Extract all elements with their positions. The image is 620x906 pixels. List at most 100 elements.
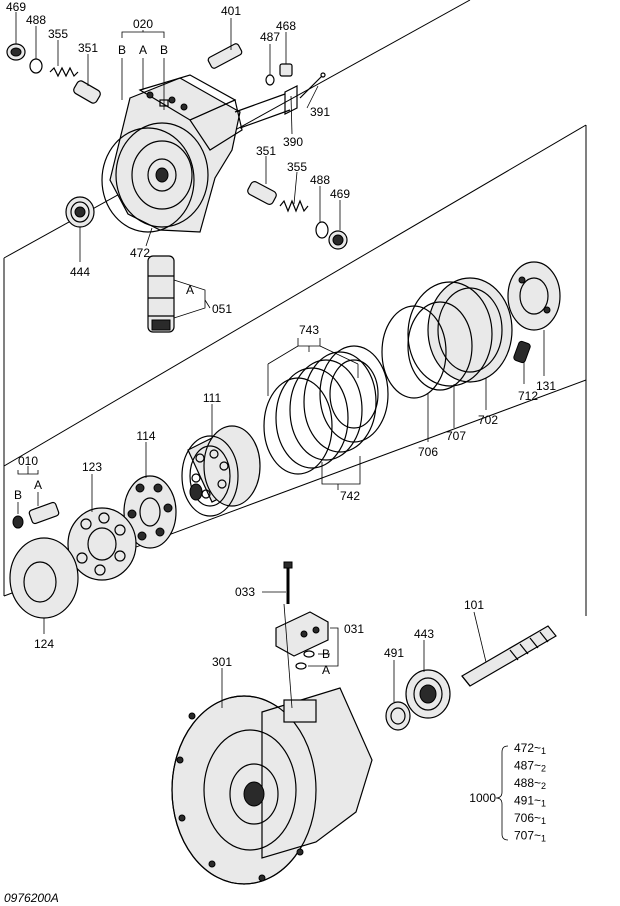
label-469a: 469 <box>6 0 26 14</box>
part-355b-spring-drawing <box>279 199 309 213</box>
label-033: 033 <box>235 585 255 599</box>
part-491-seal-drawing <box>385 701 411 731</box>
label-707: 707 <box>446 429 466 443</box>
label-101: 101 <box>464 598 484 612</box>
part-number-labels: 469 488 355 351 020 B A B 401 468 487 39… <box>6 0 556 677</box>
label-742: 742 <box>340 489 360 503</box>
label-sub-b4: B <box>322 647 330 661</box>
kit-item: 706~1 <box>514 811 546 826</box>
label-712: 712 <box>518 389 538 403</box>
kit-item: 707~1 <box>514 829 546 844</box>
part-390-plate-drawing <box>284 85 298 115</box>
part-301-housing-drawing <box>171 687 373 885</box>
label-351b: 351 <box>256 144 276 158</box>
part-101-shaft-drawing <box>461 625 557 687</box>
label-031: 031 <box>344 622 364 636</box>
label-469b: 469 <box>330 187 350 201</box>
part-051-valve-drawing <box>147 255 175 333</box>
kit-brace <box>495 745 509 841</box>
kit-item-part: 487~ <box>514 759 541 773</box>
label-706: 706 <box>418 445 438 459</box>
label-487: 487 <box>260 30 280 44</box>
label-010: 010 <box>18 454 38 468</box>
part-488a-oring-drawing <box>29 58 43 74</box>
label-111: 111 <box>203 391 222 405</box>
part-712-spring-drawing <box>513 340 531 364</box>
label-sub-b3: B <box>14 488 22 502</box>
part-355a-spring-drawing <box>49 66 79 78</box>
label-sub-b1: B <box>118 43 126 57</box>
kit-item: 488~2 <box>514 776 546 791</box>
label-sub-a1: A <box>139 43 147 57</box>
label-351a: 351 <box>78 41 98 55</box>
kit-item-qty: 2 <box>541 764 546 774</box>
kit-item-qty: 1 <box>541 746 546 756</box>
part-469a-plug-drawing <box>6 43 26 61</box>
part-444-bearing-drawing <box>65 196 95 228</box>
kit-item-qty: 2 <box>541 781 546 791</box>
kit-item-part: 488~ <box>514 776 541 790</box>
label-468: 468 <box>276 19 296 33</box>
part-111-cylinder-block-drawing <box>181 425 261 517</box>
part-469b-plug-drawing <box>328 230 348 250</box>
part-488b-oring-drawing <box>315 221 329 239</box>
label-443: 443 <box>414 627 434 641</box>
label-sub-b2: B <box>160 43 168 57</box>
part-123-spherical-bush-drawing <box>67 507 137 581</box>
part-742-743-friction-plates-drawing <box>263 345 389 475</box>
part-351a-spool-drawing <box>73 80 101 104</box>
label-sub-a3: A <box>34 478 42 492</box>
kit-item-part: 706~ <box>514 811 541 825</box>
kit-item-part: 491~ <box>514 794 541 808</box>
kit-item: 487~2 <box>514 759 546 774</box>
lower-leader-lines <box>221 591 487 709</box>
upper-leader-lines <box>15 12 341 319</box>
label-301: 301 <box>212 655 232 669</box>
label-124: 124 <box>34 637 54 651</box>
label-488a: 488 <box>26 13 46 27</box>
part-124-swash-plate-drawing <box>9 537 79 619</box>
part-351b-spool-drawing <box>247 181 277 205</box>
kit-item: 491~1 <box>514 794 546 809</box>
kit-number: 1000 <box>469 791 496 805</box>
part-031-block-drawing <box>275 611 329 670</box>
label-472: 472 <box>130 246 150 260</box>
label-702: 702 <box>478 413 498 427</box>
label-355a: 355 <box>48 27 68 41</box>
part-033-bolt-drawing <box>283 561 293 604</box>
drawing-id: 0976200A <box>4 891 59 905</box>
part-131-valve-plate-drawing <box>507 261 561 331</box>
label-114: 114 <box>136 429 155 443</box>
part-391-pin-drawing <box>299 72 326 99</box>
label-131: 131 <box>536 379 556 393</box>
part-468-plug-drawing <box>279 63 293 77</box>
part-010-piston-shoe-drawing <box>12 501 60 529</box>
part-706-oring-drawing <box>381 305 447 399</box>
kit-item-qty: 1 <box>541 834 546 844</box>
part-401-plug-drawing <box>207 43 243 69</box>
middle-leader-lines <box>17 330 545 634</box>
label-020: 020 <box>133 17 153 31</box>
part-443-bearing-drawing <box>405 669 451 719</box>
label-444: 444 <box>70 265 90 279</box>
label-123: 123 <box>82 460 102 474</box>
part-707-oring-drawing <box>407 301 473 391</box>
label-051: 051 <box>212 302 232 316</box>
label-391: 391 <box>310 105 330 119</box>
label-390: 390 <box>283 135 303 149</box>
kit-item-part: 472~ <box>514 741 541 755</box>
rear-cover-drawing <box>109 74 291 233</box>
label-488b: 488 <box>310 173 330 187</box>
part-472-oring-drawing <box>101 127 195 233</box>
label-sub-a2: A <box>186 283 194 297</box>
label-sub-a4: A <box>322 663 330 677</box>
part-114-retainer-plate-drawing <box>123 475 177 549</box>
kit-item-part: 707~ <box>514 829 541 843</box>
part-702-piston-drawing <box>407 277 513 387</box>
label-491: 491 <box>384 646 404 660</box>
kit-item-qty: 1 <box>541 816 546 826</box>
label-355b: 355 <box>287 160 307 174</box>
